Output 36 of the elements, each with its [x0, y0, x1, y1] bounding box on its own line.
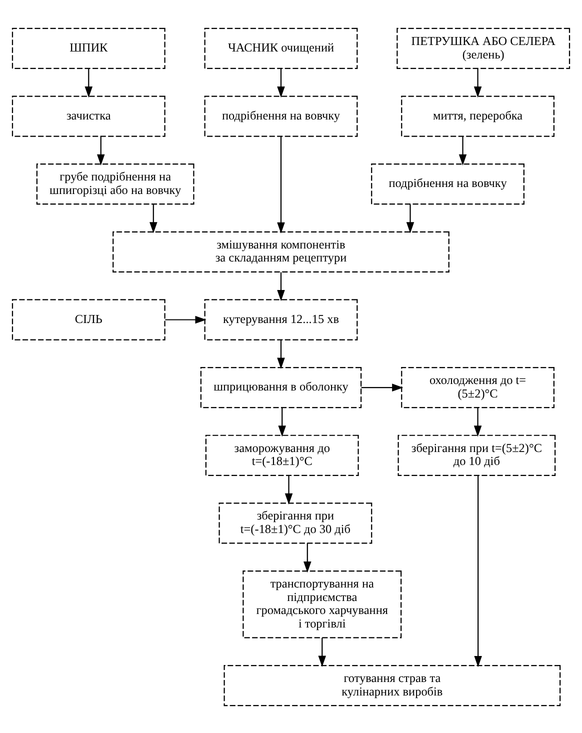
- arrow: [458, 136, 467, 165]
- arrow: [474, 407, 482, 436]
- arrow: [165, 315, 206, 324]
- node-box: ЧАСНИК очищений: [204, 27, 358, 69]
- arrow: [361, 383, 404, 391]
- arrow: [284, 475, 293, 504]
- node-box: зберігання при t=(-18±1)°C до 30 діб: [218, 502, 372, 544]
- arrow: [96, 136, 105, 165]
- arrow: [277, 272, 285, 301]
- arrow: [277, 340, 285, 368]
- arrow: [278, 407, 286, 436]
- arrow: [304, 542, 312, 572]
- node-box: кутерування 12...15 хв: [204, 298, 358, 340]
- node-box: СІЛЬ: [12, 298, 166, 340]
- node-box: подрібнення на вовчку: [204, 95, 358, 136]
- arrow: [474, 474, 482, 667]
- node-box: грубе подрібнення на шпигорізці або на вовчку: [36, 163, 194, 204]
- arrow: [406, 204, 414, 233]
- arrow: [84, 68, 93, 98]
- node-box: миття, переробка: [401, 95, 554, 136]
- node-box: транспортування на підприємства громадського харчування і торгівлі: [242, 570, 402, 638]
- node-box: заморожування до t=(-18±1)°C: [205, 434, 359, 476]
- node-box: шприцювання в оболонку: [200, 366, 362, 408]
- node-box: зачистка: [12, 95, 166, 136]
- arrow: [318, 637, 326, 666]
- arrow: [277, 136, 285, 233]
- node-box: готування страв та кулінарних виробів: [224, 664, 561, 706]
- arrow: [474, 68, 482, 98]
- node-box: подрібнення на вовчку: [371, 163, 524, 204]
- arrow: [150, 204, 158, 233]
- node-box: змішування компонентів за складанням рецептури: [112, 230, 450, 272]
- arrow: [277, 68, 285, 98]
- node-box: охолодження до t= (5±2)°C: [401, 366, 554, 408]
- node-box: ШПИК: [12, 27, 166, 69]
- node-box: ПЕТРУШКА АБО СЕЛЕРА (зелень): [396, 27, 570, 69]
- node-box: зберігання при t=(5±2)°C до 10 діб: [398, 434, 556, 476]
